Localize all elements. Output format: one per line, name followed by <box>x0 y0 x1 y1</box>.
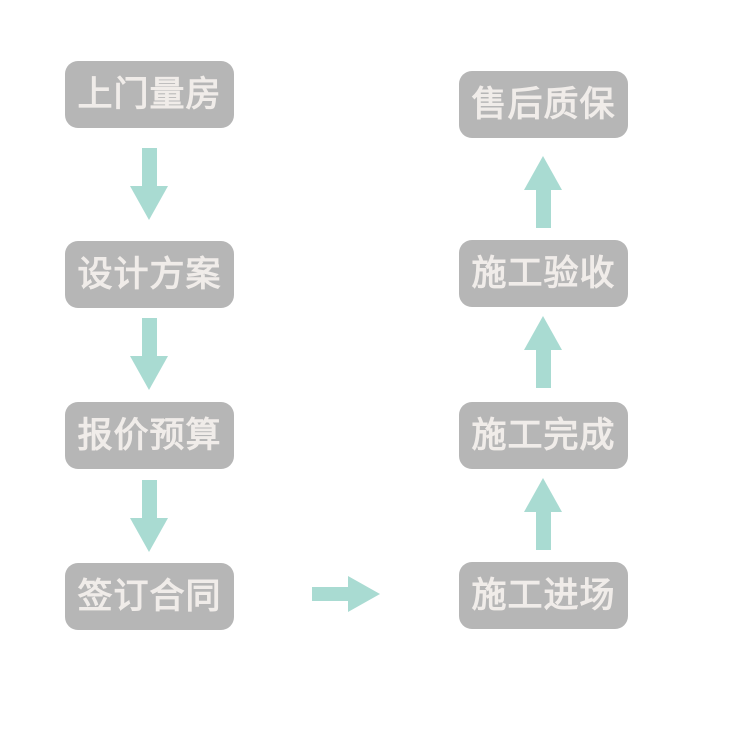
arrow-stem <box>141 318 157 356</box>
arrow-head <box>524 316 562 350</box>
arrow-down-icon <box>130 318 168 390</box>
arrow-head <box>130 186 168 220</box>
node-sign-contract: 签订合同 <box>65 563 234 630</box>
arrow-up-icon <box>524 316 562 388</box>
node-construction-complete: 施工完成 <box>459 402 628 469</box>
arrow-stem <box>535 512 551 550</box>
node-label: 施工验收 <box>471 254 616 293</box>
node-label: 上门量房 <box>77 75 222 114</box>
arrow-head <box>130 518 168 552</box>
node-after-sales-warranty: 售后质保 <box>459 71 628 138</box>
arrow-stem <box>141 148 157 186</box>
node-label: 报价预算 <box>77 416 222 455</box>
node-label: 售后质保 <box>471 85 616 124</box>
arrow-stem <box>141 480 157 518</box>
arrow-up-icon <box>524 156 562 228</box>
arrow-head <box>130 356 168 390</box>
arrow-up-icon <box>524 478 562 550</box>
node-home-measurement: 上门量房 <box>65 61 234 128</box>
arrow-down-icon <box>130 480 168 552</box>
arrow-right-icon <box>312 576 380 612</box>
node-design-plan: 设计方案 <box>65 241 234 308</box>
arrow-head <box>524 478 562 512</box>
arrow-head <box>348 576 380 612</box>
arrow-stem <box>535 350 551 388</box>
arrow-down-icon <box>130 148 168 220</box>
node-quote-budget: 报价预算 <box>65 402 234 469</box>
node-label: 施工进场 <box>471 576 616 615</box>
node-label: 签订合同 <box>77 577 222 616</box>
node-construction-acceptance: 施工验收 <box>459 240 628 307</box>
arrow-stem <box>535 190 551 228</box>
node-construction-enter: 施工进场 <box>459 562 628 629</box>
node-label: 施工完成 <box>471 416 616 455</box>
arrow-head <box>524 156 562 190</box>
arrow-stem <box>312 587 348 601</box>
node-label: 设计方案 <box>77 255 222 294</box>
